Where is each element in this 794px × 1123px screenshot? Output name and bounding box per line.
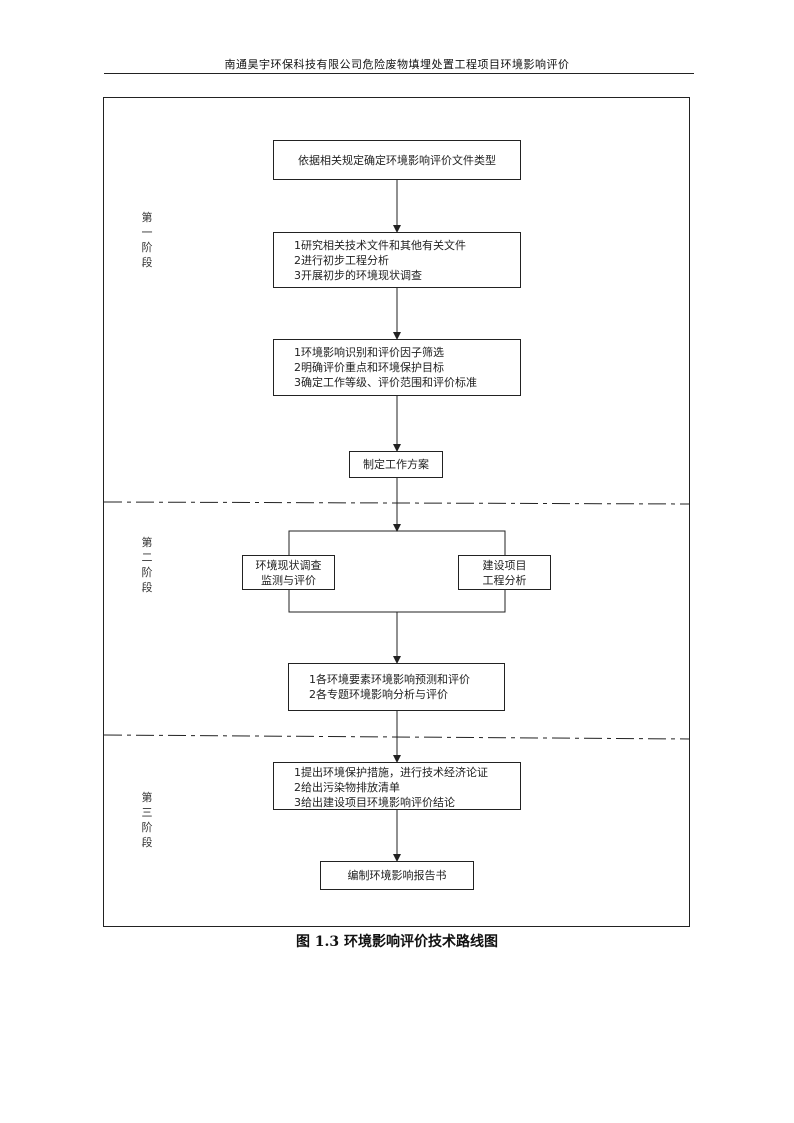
box-measures: 1提出环境保护措施，进行技术经济论证 2给出污染物排放清单 3给出建设项目环境影…: [273, 762, 521, 810]
page-header: 南通昊宇环保科技有限公司危险废物填埋处置工程项目环境影响评价: [224, 58, 570, 71]
study-line-2: 2进行初步工程分析: [294, 254, 389, 267]
project-analysis-line-1: 建设项目: [482, 558, 527, 572]
measures-line-2: 2给出污染物排放清单: [294, 781, 400, 794]
flowchart-frame: [103, 97, 690, 927]
box-work-plan: 制定工作方案: [349, 451, 443, 478]
box-project-analysis: 建设项目 工程分析: [458, 555, 551, 590]
box-screening: 1环境影响识别和评价因子筛选 2明确评价重点和环境保护目标 3确定工作等级、评价…: [273, 339, 521, 396]
branch-split: [288, 530, 506, 555]
screening-line-3: 3确定工作等级、评价范围和评价标准: [294, 376, 477, 389]
measures-line-1: 1提出环境保护措施，进行技术经济论证: [294, 766, 488, 779]
stage-label-2: 第 二 阶 段: [141, 536, 153, 594]
project-analysis-line-2: 工程分析: [482, 573, 527, 587]
stage-label-3: 第 三 阶 段: [141, 791, 153, 849]
screening-line-2: 2明确评价重点和环境保护目标: [294, 361, 444, 374]
study-line-3: 3开展初步的环境现状调查: [294, 269, 422, 282]
measures-line-3: 3给出建设项目环境影响评价结论: [294, 796, 455, 809]
screening-line-1: 1环境影响识别和评价因子筛选: [294, 346, 444, 359]
box-status-survey: 环境现状调查 监测与评价: [242, 555, 335, 590]
branch-merge: [288, 590, 506, 613]
figure-caption: 图 1.3 环境影响评价技术路线图: [295, 934, 499, 950]
box-report: 编制环境影响报告书: [320, 861, 474, 890]
box-study: 1研究相关技术文件和其他有关文件 2进行初步工程分析 3开展初步的环境现状调查: [273, 232, 521, 288]
status-survey-line-2: 监测与评价: [261, 573, 316, 587]
stage-label-1: 第 一 阶 段: [141, 211, 153, 269]
status-survey-line-1: 环境现状调查: [255, 558, 322, 572]
box-prediction: 1各环境要素环境影响预测和评价 2各专题环境影响分析与评价: [288, 663, 505, 711]
prediction-line-1: 1各环境要素环境影响预测和评价: [309, 673, 470, 686]
header-rule: [104, 73, 694, 74]
prediction-line-2: 2各专题环境影响分析与评价: [309, 688, 448, 701]
study-line-1: 1研究相关技术文件和其他有关文件: [294, 239, 466, 252]
box-determine-type: 依据相关规定确定环境影响评价文件类型: [273, 140, 521, 180]
